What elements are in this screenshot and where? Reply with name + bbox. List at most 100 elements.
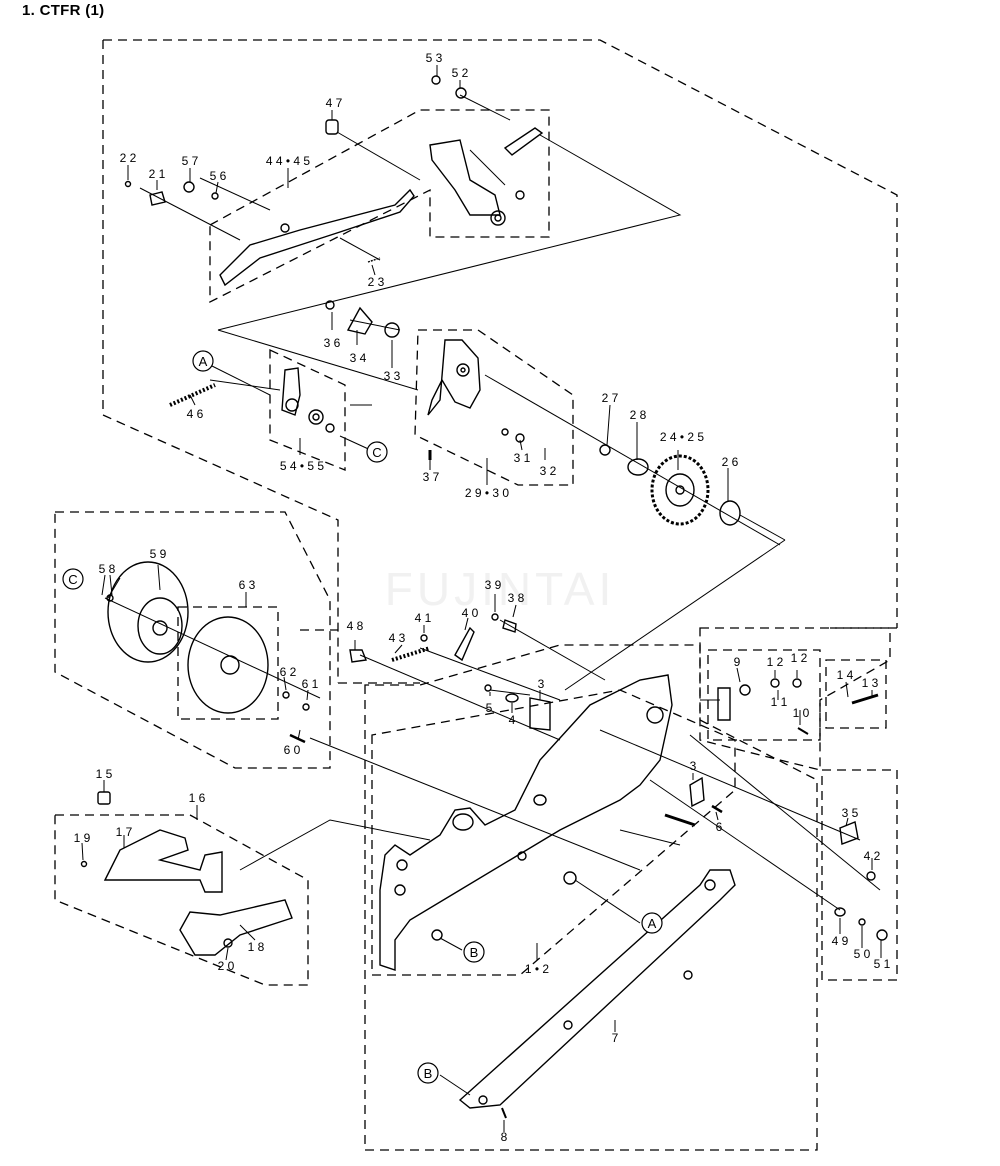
sprocket-24-25	[650, 454, 710, 526]
right-side-box	[699, 627, 891, 771]
callout-a-1-letter: A	[199, 354, 208, 369]
part-23: 2 3	[368, 275, 385, 289]
outer-assembly-boundary	[102, 39, 898, 683]
disc-59	[107, 561, 189, 663]
plate-29-30	[427, 339, 481, 416]
part-46: 4 6	[187, 407, 204, 421]
part-6: 6	[716, 820, 723, 834]
center-connector	[300, 629, 420, 684]
part-61: 6 1	[302, 677, 319, 691]
part-12a: 1 2	[767, 655, 784, 669]
callout-c-1: C	[366, 441, 388, 463]
dashed-outlines	[54, 39, 898, 1151]
pin-box	[825, 659, 887, 729]
callout-c-2-letter: C	[68, 572, 77, 587]
part-19: 1 9	[74, 831, 91, 845]
spring-46	[169, 383, 216, 407]
washer-stack-box	[821, 769, 898, 981]
callout-b-2-letter: B	[424, 1066, 433, 1081]
part-56: 5 6	[210, 169, 227, 183]
plate-18	[179, 899, 293, 956]
part-7: 7	[612, 1031, 619, 1045]
pivot-box	[707, 649, 821, 741]
part-31: 3 1	[514, 451, 531, 465]
part-43: 4 3	[389, 631, 406, 645]
part-17: 1 7	[116, 825, 133, 839]
part-21: 2 1	[149, 167, 166, 181]
disc-assembly-box	[54, 511, 331, 769]
part-60: 6 0	[284, 743, 301, 757]
washer-28	[627, 458, 649, 476]
part-27: 2 7	[602, 391, 619, 405]
part-1-2: 1 • 2	[525, 962, 550, 976]
top-bracket	[429, 139, 501, 216]
bushing-27	[599, 444, 611, 456]
part-13: 1 3	[862, 676, 879, 690]
callout-a-1: A	[192, 350, 214, 372]
part-37: 3 7	[423, 470, 440, 484]
spring-43	[391, 646, 431, 662]
part-9: 9	[734, 655, 741, 669]
part-51: 5 1	[874, 957, 891, 971]
part-12b: 1 2	[791, 651, 808, 665]
part-3a: 3	[538, 677, 545, 691]
part-18: 1 8	[248, 940, 265, 954]
plate-subassembly-box	[414, 329, 574, 486]
bracket-9	[717, 687, 731, 721]
part-8: 8	[501, 1130, 508, 1144]
main-frame-1-2	[379, 674, 673, 971]
part-39: 3 9	[485, 578, 502, 592]
part-20: 2 0	[218, 959, 235, 973]
part-26: 2 6	[722, 455, 739, 469]
bracket-17	[103, 829, 223, 893]
part-62: 6 2	[280, 665, 297, 679]
part-44-45: 4 4 • 4 5	[266, 154, 311, 168]
screw-15	[97, 791, 111, 805]
part-24-25: 2 4 • 2 5	[660, 430, 705, 444]
bolt-47	[325, 119, 339, 135]
part-34: 3 4	[350, 351, 367, 365]
part-labels: 5 3 5 2 4 7 2 2 2 1 5 7 5 6 4 4 • 4 5 2 …	[74, 51, 891, 1144]
washer-33	[384, 322, 400, 338]
part-10: 1 0	[793, 706, 810, 720]
bracket-box	[54, 814, 309, 986]
part-59: 5 9	[150, 547, 167, 561]
part-32: 3 2	[540, 464, 557, 478]
part-35: 3 5	[842, 806, 859, 820]
part-63: 6 3	[239, 578, 256, 592]
part-11: 1 1	[771, 695, 788, 709]
washer-26	[719, 500, 741, 526]
part-48: 4 8	[347, 619, 364, 633]
top-bracket-washer	[490, 210, 506, 226]
diagram-title: 1. CTFR (1)	[22, 2, 105, 19]
callout-a-2-letter: A	[648, 916, 657, 931]
part-52: 5 2	[452, 66, 469, 80]
part-3b: 3	[690, 759, 697, 773]
part-38: 3 8	[508, 591, 525, 605]
small-plate-34	[346, 306, 373, 335]
part-36: 3 6	[324, 336, 341, 350]
callout-b-1-letter: B	[470, 945, 479, 960]
part-50: 5 0	[854, 947, 871, 961]
part-4: 4	[509, 713, 516, 727]
part-42: 4 2	[864, 849, 881, 863]
cam-plate-box	[177, 606, 279, 720]
callouts: A C C A B B	[62, 350, 663, 1084]
part-14: 1 4	[837, 668, 854, 682]
part-16: 1 6	[189, 791, 206, 805]
part-28: 2 8	[630, 408, 647, 422]
callout-c-2: C	[62, 568, 84, 590]
top-subassembly-box	[209, 109, 550, 304]
callout-b-2: B	[417, 1062, 439, 1084]
part-57: 5 7	[182, 154, 199, 168]
top-bracket-washer-inner	[494, 214, 502, 222]
part-53: 5 3	[426, 51, 443, 65]
callout-c-1-letter: C	[372, 445, 381, 460]
frame-inner-box	[371, 689, 736, 976]
part-33: 3 3	[384, 369, 401, 383]
part-22: 2 2	[120, 151, 137, 165]
part-5: 5	[486, 701, 493, 715]
callout-a-2: A	[641, 912, 663, 934]
link-plate	[503, 127, 544, 156]
